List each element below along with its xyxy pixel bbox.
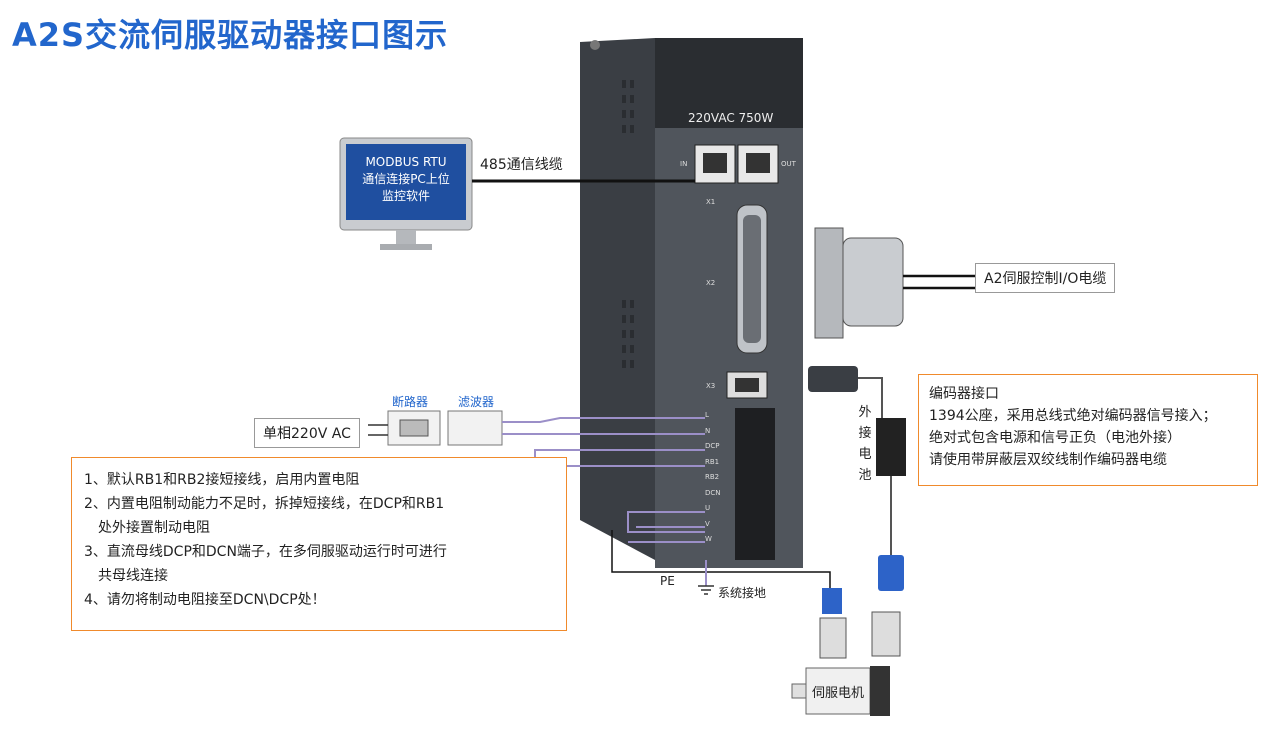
servo-motor-rear bbox=[870, 666, 890, 716]
motor-power-plug bbox=[822, 588, 842, 614]
io-plug-hood bbox=[842, 237, 904, 327]
monitor-line-3: 监控软件 bbox=[381, 189, 430, 203]
terminal-rb2: RB2 bbox=[705, 473, 720, 481]
note-3: 3、直流母线DCP和DCN端子，在多伺服驱动运行时可进行 bbox=[84, 544, 447, 560]
encoder-note-line-2: 绝对式包含电源和信号正负（电池外接） bbox=[929, 430, 1181, 446]
drive-side-vents bbox=[622, 80, 634, 368]
terminal-w: W bbox=[705, 535, 712, 543]
breaker-switch bbox=[399, 419, 429, 437]
terminal-labels: L N DCP RB1 RB2 DCN U V W bbox=[705, 411, 725, 551]
port-in-label: IN bbox=[680, 160, 688, 168]
monitor-base bbox=[380, 244, 432, 250]
note-4: 4、请勿将制动电阻接至DCN\DCP处！ bbox=[84, 592, 326, 608]
servo-motor-body bbox=[805, 667, 871, 715]
monitor-line-2: 通信连接PC上位 bbox=[362, 172, 450, 186]
servo-motor-shaft bbox=[791, 683, 807, 699]
x2-db-pins bbox=[743, 215, 761, 343]
battery-char-3: 电 bbox=[858, 447, 872, 462]
x1-label: X1 bbox=[706, 198, 716, 206]
io-plug-flange bbox=[814, 227, 844, 339]
terminal-dcp: DCP bbox=[705, 442, 720, 450]
port-out-label: OUT bbox=[781, 160, 796, 168]
ground-label: 系统接地 bbox=[718, 586, 767, 600]
encoder-note-line-1: 1394公座，采用总线式绝对编码器信号接入； bbox=[929, 408, 1217, 424]
monitor-line-1: MODBUS RTU bbox=[365, 155, 447, 169]
battery-char-2: 接 bbox=[858, 426, 872, 441]
encoder-plug bbox=[808, 366, 858, 392]
motor-encoder-socket bbox=[871, 611, 901, 657]
monitor-screen bbox=[346, 144, 466, 220]
monitor-neck bbox=[396, 230, 416, 244]
encoder-cable-upper bbox=[858, 377, 883, 420]
note-2-cont: 处外接置制动电阻 bbox=[98, 520, 210, 536]
drive-screw bbox=[590, 40, 600, 50]
battery-box bbox=[876, 418, 906, 476]
terminal-l: L bbox=[705, 411, 709, 419]
notes-box: 1、默认RB1和RB2接短接线，启用内置电阻 2、内置电阻制动能力不足时，拆掉短… bbox=[71, 457, 567, 631]
terminal-block bbox=[735, 408, 775, 560]
encoder-plug-blue bbox=[878, 555, 904, 591]
x2-label: X2 bbox=[706, 279, 716, 287]
terminal-rb1: RB1 bbox=[705, 457, 720, 466]
drive-display-area bbox=[655, 38, 803, 128]
battery-char-1: 外 bbox=[858, 405, 872, 420]
page-title: A2S交流伺服驱动器接口图示 bbox=[12, 16, 449, 54]
drive-side-panel bbox=[580, 38, 655, 560]
filter-label: 滤波器 bbox=[458, 395, 495, 409]
power-line-l bbox=[502, 417, 705, 423]
terminal-dcn: DCN bbox=[705, 488, 721, 497]
terminal-v: V bbox=[705, 519, 710, 528]
terminal-u: U bbox=[705, 504, 711, 512]
cable-485-label: 485通信线缆 bbox=[480, 157, 563, 173]
terminal-n: N bbox=[705, 426, 711, 435]
motor-label: 伺服电机 bbox=[812, 686, 865, 701]
monitor-text: MODBUS RTU 通信连接PC上位 监控软件 bbox=[346, 154, 466, 205]
motor-power-socket bbox=[819, 617, 847, 659]
breaker-label: 断路器 bbox=[392, 395, 429, 409]
power-source-label: 单相220V AC bbox=[254, 418, 360, 448]
encoder-note-box: 编码器接口 1394公座，采用总线式绝对编码器信号接入； 绝对式包含电源和信号正… bbox=[918, 374, 1258, 486]
encoder-note-title: 编码器接口 bbox=[929, 386, 999, 402]
battery-label: 外 接 电 池 bbox=[856, 402, 874, 486]
rj45-out-socket bbox=[746, 153, 770, 173]
x3-label: X3 bbox=[706, 382, 716, 390]
pe-label: PE bbox=[660, 574, 675, 588]
drive-rating: 220VAC 750W bbox=[688, 111, 774, 125]
uvw-wire-u bbox=[627, 511, 705, 533]
note-2: 2、内置电阻制动能力不足时，拆掉短接线，在DCP和RB1 bbox=[84, 496, 445, 512]
battery-char-4: 池 bbox=[858, 468, 872, 483]
note-1: 1、默认RB1和RB2接短接线，启用内置电阻 bbox=[84, 472, 360, 488]
rj45-in-socket bbox=[703, 153, 727, 173]
note-3-cont: 共母线连接 bbox=[98, 568, 168, 584]
io-cable-label: A2伺服控制I/O电缆 bbox=[975, 263, 1116, 293]
encoder-note-line-3: 请使用带屏蔽层双绞线制作编码器电缆 bbox=[929, 452, 1167, 468]
x3-socket bbox=[735, 378, 759, 392]
filter bbox=[447, 410, 503, 446]
pe-motor-cable bbox=[611, 530, 831, 590]
